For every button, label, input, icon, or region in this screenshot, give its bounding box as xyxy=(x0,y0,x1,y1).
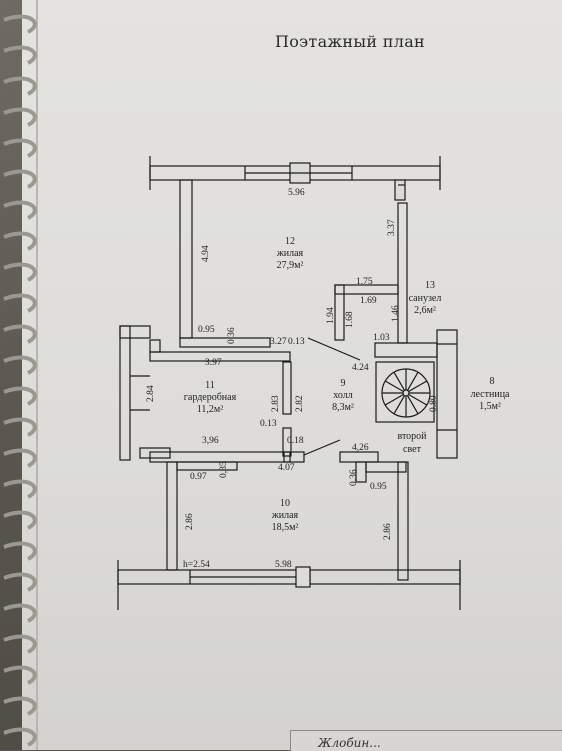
room-8-number: 8 xyxy=(490,376,495,387)
room-11-area: 11,2м² xyxy=(197,404,223,415)
stair-tread xyxy=(406,395,419,415)
stair-tread xyxy=(408,380,428,393)
dim-3-97: 3.97 xyxy=(205,358,222,368)
dim-bottom: 5.98 xyxy=(275,560,292,570)
title-block-text: Жлобин... xyxy=(318,736,381,750)
stair-tread xyxy=(393,371,406,391)
room-13-number: 13 xyxy=(425,280,435,291)
room-10-area: 18,5м² xyxy=(272,522,299,533)
dim-1-46: 1.46 xyxy=(391,305,401,322)
dim-0-36-top: 0.36 xyxy=(227,327,237,344)
dim-right-12: 3.37 xyxy=(387,219,397,236)
dim-0-95-bottom: 0.95 xyxy=(370,482,387,492)
room-12-number: 12 xyxy=(285,236,295,247)
bottom-exterior-wall xyxy=(117,560,461,610)
room-10-number: 10 xyxy=(280,498,290,509)
binding-coil xyxy=(3,696,37,716)
room-13-area: 2,6м² xyxy=(414,305,436,316)
dim-2-82: 2.82 xyxy=(295,395,305,412)
stair-block xyxy=(374,329,458,459)
height-label: h=2.54 xyxy=(183,560,210,570)
dim-1-75: 1.75 xyxy=(356,277,373,287)
stair-tread xyxy=(384,393,404,406)
binding-coil xyxy=(3,541,37,561)
room-12-name: жилая xyxy=(276,248,304,259)
binding-coil xyxy=(3,45,37,65)
binding-coil xyxy=(3,634,37,654)
dim-2-84: 2.84 xyxy=(146,385,156,402)
dim-3-96: 3,96 xyxy=(202,436,219,446)
dim-2-86-right: 2.86 xyxy=(383,523,393,540)
stair-tread xyxy=(406,371,419,391)
binding-coil xyxy=(3,200,37,220)
title-block xyxy=(290,730,562,751)
binding-coil xyxy=(3,572,37,592)
binding-coil xyxy=(3,231,37,251)
room-10-name: жилая xyxy=(271,510,299,521)
dim-left-12: 4.94 xyxy=(201,245,211,262)
binding-coil xyxy=(3,107,37,127)
stair-tread xyxy=(408,393,428,406)
room-11-number: 11 xyxy=(205,380,215,391)
second-light-line-2: свет xyxy=(403,444,422,455)
page-title: Поэтажный план xyxy=(274,32,426,51)
dim-4-07: 4.07 xyxy=(278,463,295,473)
left-wall-room-11 xyxy=(119,325,291,463)
binding-coil xyxy=(3,386,37,406)
left-wall-room-12 xyxy=(179,179,271,348)
spiral-binding xyxy=(3,14,37,747)
room-9-name: холл xyxy=(333,390,352,401)
binding-coil xyxy=(3,479,37,499)
binding-coil xyxy=(3,262,37,282)
page-margin-line xyxy=(36,0,38,750)
dim-0-97: 0.97 xyxy=(190,472,207,482)
binding-coil xyxy=(3,293,37,313)
dim-0-36-bottom: 0.36 xyxy=(349,469,359,486)
dim-4-24: 4.24 xyxy=(352,363,369,373)
dim-0-95-top: 0.95 xyxy=(198,325,215,335)
binding-coil xyxy=(3,324,37,344)
room-8-area: 1,5м² xyxy=(479,401,501,412)
dim-0-80: 0.80 xyxy=(429,395,439,412)
dim-3-27: 3.27 xyxy=(270,337,287,347)
room-13-name: санузел xyxy=(409,293,442,304)
room-9-area: 8,3м² xyxy=(332,402,354,413)
dim-0-13-bottom: 0.13 xyxy=(260,419,277,429)
dim-0-35: 0,35 xyxy=(219,461,229,478)
binding-coil xyxy=(3,448,37,468)
binding-coil xyxy=(3,727,37,747)
room-12-area: 27,9м² xyxy=(277,260,304,271)
binding-coil xyxy=(3,603,37,623)
binding-coil xyxy=(3,14,37,34)
second-light-line-1: второй xyxy=(397,431,427,442)
dim-0-18: 0.18 xyxy=(287,436,304,446)
room-11-name: гардеробная xyxy=(184,392,237,403)
dim-0-13-top: 0.13 xyxy=(288,337,305,347)
partition-room-12-13 xyxy=(307,284,399,361)
binding-coil xyxy=(3,76,37,96)
top-exterior-wall xyxy=(149,156,441,190)
dim-top: 5.96 xyxy=(288,188,305,198)
dim-2-86-left: 2.86 xyxy=(185,513,195,530)
room-8-name: лестница xyxy=(471,389,511,400)
binding-coil xyxy=(3,355,37,375)
dim-1-68: 1.68 xyxy=(345,311,355,328)
document-page xyxy=(22,0,562,750)
hall-partitions xyxy=(282,361,407,483)
stair-tread xyxy=(384,380,404,393)
dim-4-26: 4,26 xyxy=(352,443,369,453)
binding-coil xyxy=(3,665,37,685)
binding-coil xyxy=(3,417,37,437)
dim-1-94: 1.94 xyxy=(326,307,336,324)
dim-1-69: 1.69 xyxy=(360,296,377,306)
binding-coil xyxy=(3,510,37,530)
binding-coil xyxy=(3,169,37,189)
binding-coil xyxy=(3,138,37,158)
stair-tread xyxy=(393,395,406,415)
dim-2-83: 2.83 xyxy=(271,395,281,412)
dim-1-03: 1.03 xyxy=(373,333,390,343)
room-9-number: 9 xyxy=(341,378,346,389)
